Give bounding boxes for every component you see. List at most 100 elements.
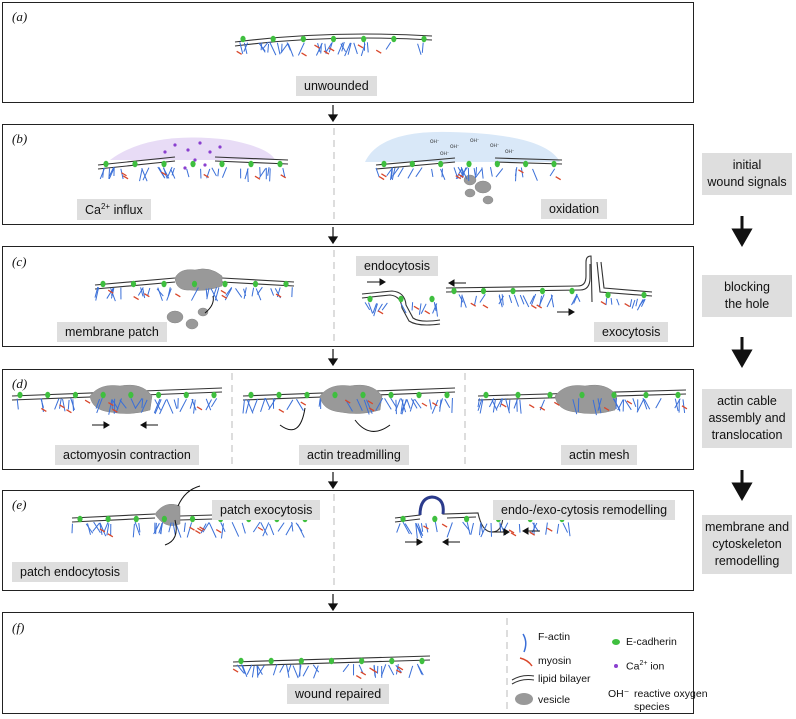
ecadherin-mark bbox=[675, 391, 681, 399]
actin-filament bbox=[158, 522, 163, 534]
myosin-mark bbox=[107, 289, 114, 294]
ecadherin-mark bbox=[45, 391, 51, 399]
actin-filament bbox=[166, 166, 173, 179]
actin-filament bbox=[508, 399, 511, 411]
actin-filament bbox=[296, 398, 304, 411]
actin-filament bbox=[347, 42, 352, 55]
myosin-mark bbox=[221, 294, 228, 299]
actin-filament bbox=[120, 168, 124, 180]
ecadherin-mark bbox=[161, 515, 167, 523]
actin-filament bbox=[298, 665, 302, 678]
actin-filament bbox=[96, 397, 103, 414]
myosin-mark bbox=[423, 525, 429, 530]
myosin-mark bbox=[624, 303, 630, 308]
actin-filament bbox=[255, 288, 262, 301]
myosin-mark bbox=[455, 175, 462, 180]
panel-letter-c: (c) bbox=[12, 254, 27, 269]
myosin-mark bbox=[546, 527, 553, 532]
myosin-mark bbox=[500, 403, 507, 408]
svg-text:OH⁻: OH⁻ bbox=[470, 138, 480, 144]
actin-filament bbox=[477, 398, 480, 408]
myosin-mark bbox=[257, 526, 264, 531]
myosin-mark bbox=[381, 173, 387, 178]
actin-filament bbox=[267, 43, 270, 53]
ecadherin-mark bbox=[444, 391, 450, 399]
actin-filament bbox=[410, 398, 418, 409]
ecadherin-mark bbox=[277, 160, 283, 168]
panel-letter-b: (b) bbox=[12, 131, 28, 146]
ecadherin-mark bbox=[328, 657, 335, 665]
actin-filament bbox=[400, 303, 407, 314]
ecadherin-mark bbox=[367, 295, 373, 303]
actin-filament bbox=[400, 398, 407, 413]
actin-filament bbox=[538, 294, 545, 307]
actin-filament bbox=[257, 664, 265, 676]
actin-filament bbox=[155, 522, 157, 535]
panel-letter-d: (d) bbox=[12, 376, 28, 391]
ecadherin-mark bbox=[128, 391, 134, 399]
label-unwounded: unwounded bbox=[296, 76, 377, 96]
actin-filament bbox=[140, 287, 144, 297]
actin-filament bbox=[191, 398, 197, 411]
actin-filament bbox=[451, 398, 453, 413]
legend-ca-ion: Ca2+ ion bbox=[626, 660, 664, 673]
actin-filament bbox=[318, 398, 321, 407]
ecadherin-mark bbox=[211, 391, 217, 399]
actin-filament bbox=[106, 287, 114, 299]
ecadherin-mark bbox=[161, 280, 167, 288]
ecadherin-mark bbox=[191, 280, 198, 288]
ecadherin-mark bbox=[238, 657, 244, 665]
myosin-mark bbox=[99, 528, 106, 533]
myosin-mark bbox=[531, 304, 537, 309]
ecadherin-mark bbox=[409, 160, 415, 168]
myosin-mark bbox=[378, 175, 385, 181]
ecadherin-mark bbox=[643, 391, 649, 399]
myosin-mark bbox=[121, 172, 127, 177]
actin-filament bbox=[417, 523, 424, 537]
myosin-mark bbox=[626, 400, 633, 405]
label-membrane-patch: membrane patch bbox=[57, 322, 167, 342]
actin-filament bbox=[475, 167, 478, 176]
ecadherin-mark bbox=[429, 295, 435, 303]
ecadherin-mark bbox=[77, 515, 83, 523]
actin-filament bbox=[567, 522, 571, 537]
actin-filament bbox=[312, 664, 320, 673]
ecadherin-mark bbox=[304, 391, 310, 399]
actin-filament bbox=[489, 167, 493, 177]
ecadherin-mark bbox=[569, 287, 575, 295]
actin-filament bbox=[373, 303, 378, 317]
ecadherin-mark bbox=[183, 391, 189, 399]
ecadherin-mark bbox=[515, 391, 521, 399]
ecadherin-mark bbox=[276, 391, 282, 399]
actin-filament bbox=[108, 167, 115, 180]
myosin-mark bbox=[232, 668, 239, 673]
ecadherin-mark bbox=[381, 160, 387, 168]
ecadherin-mark bbox=[389, 657, 395, 665]
myosin-mark bbox=[432, 402, 438, 407]
myosin-mark bbox=[421, 402, 428, 407]
actin-filament bbox=[166, 398, 174, 414]
ecadherin-mark bbox=[510, 287, 516, 295]
actin-filament bbox=[480, 522, 484, 533]
ecadherin-mark bbox=[155, 391, 162, 399]
legend-vesicle: vesicle bbox=[538, 694, 571, 706]
actin-filament bbox=[470, 522, 474, 535]
actin-filament bbox=[245, 399, 250, 414]
actin-filament bbox=[183, 522, 186, 533]
actin-filament bbox=[372, 303, 378, 314]
actin-filament bbox=[168, 522, 172, 533]
actin-filament bbox=[119, 399, 127, 409]
actin-filament bbox=[401, 399, 408, 411]
ecadherin-mark bbox=[547, 391, 553, 399]
ecadherin-mark bbox=[641, 291, 647, 299]
ecadherin-mark bbox=[400, 515, 406, 523]
actin-filament bbox=[575, 293, 581, 302]
actin-filament bbox=[479, 399, 484, 414]
myosin-mark bbox=[189, 526, 195, 531]
actin-filament bbox=[286, 664, 290, 678]
actin-filament bbox=[272, 663, 278, 676]
legend-ca-rest: ion bbox=[647, 660, 665, 673]
actin-filament bbox=[522, 295, 530, 308]
legend-bilayer: lipid bilayer bbox=[538, 673, 591, 685]
actin-filament bbox=[390, 167, 393, 179]
